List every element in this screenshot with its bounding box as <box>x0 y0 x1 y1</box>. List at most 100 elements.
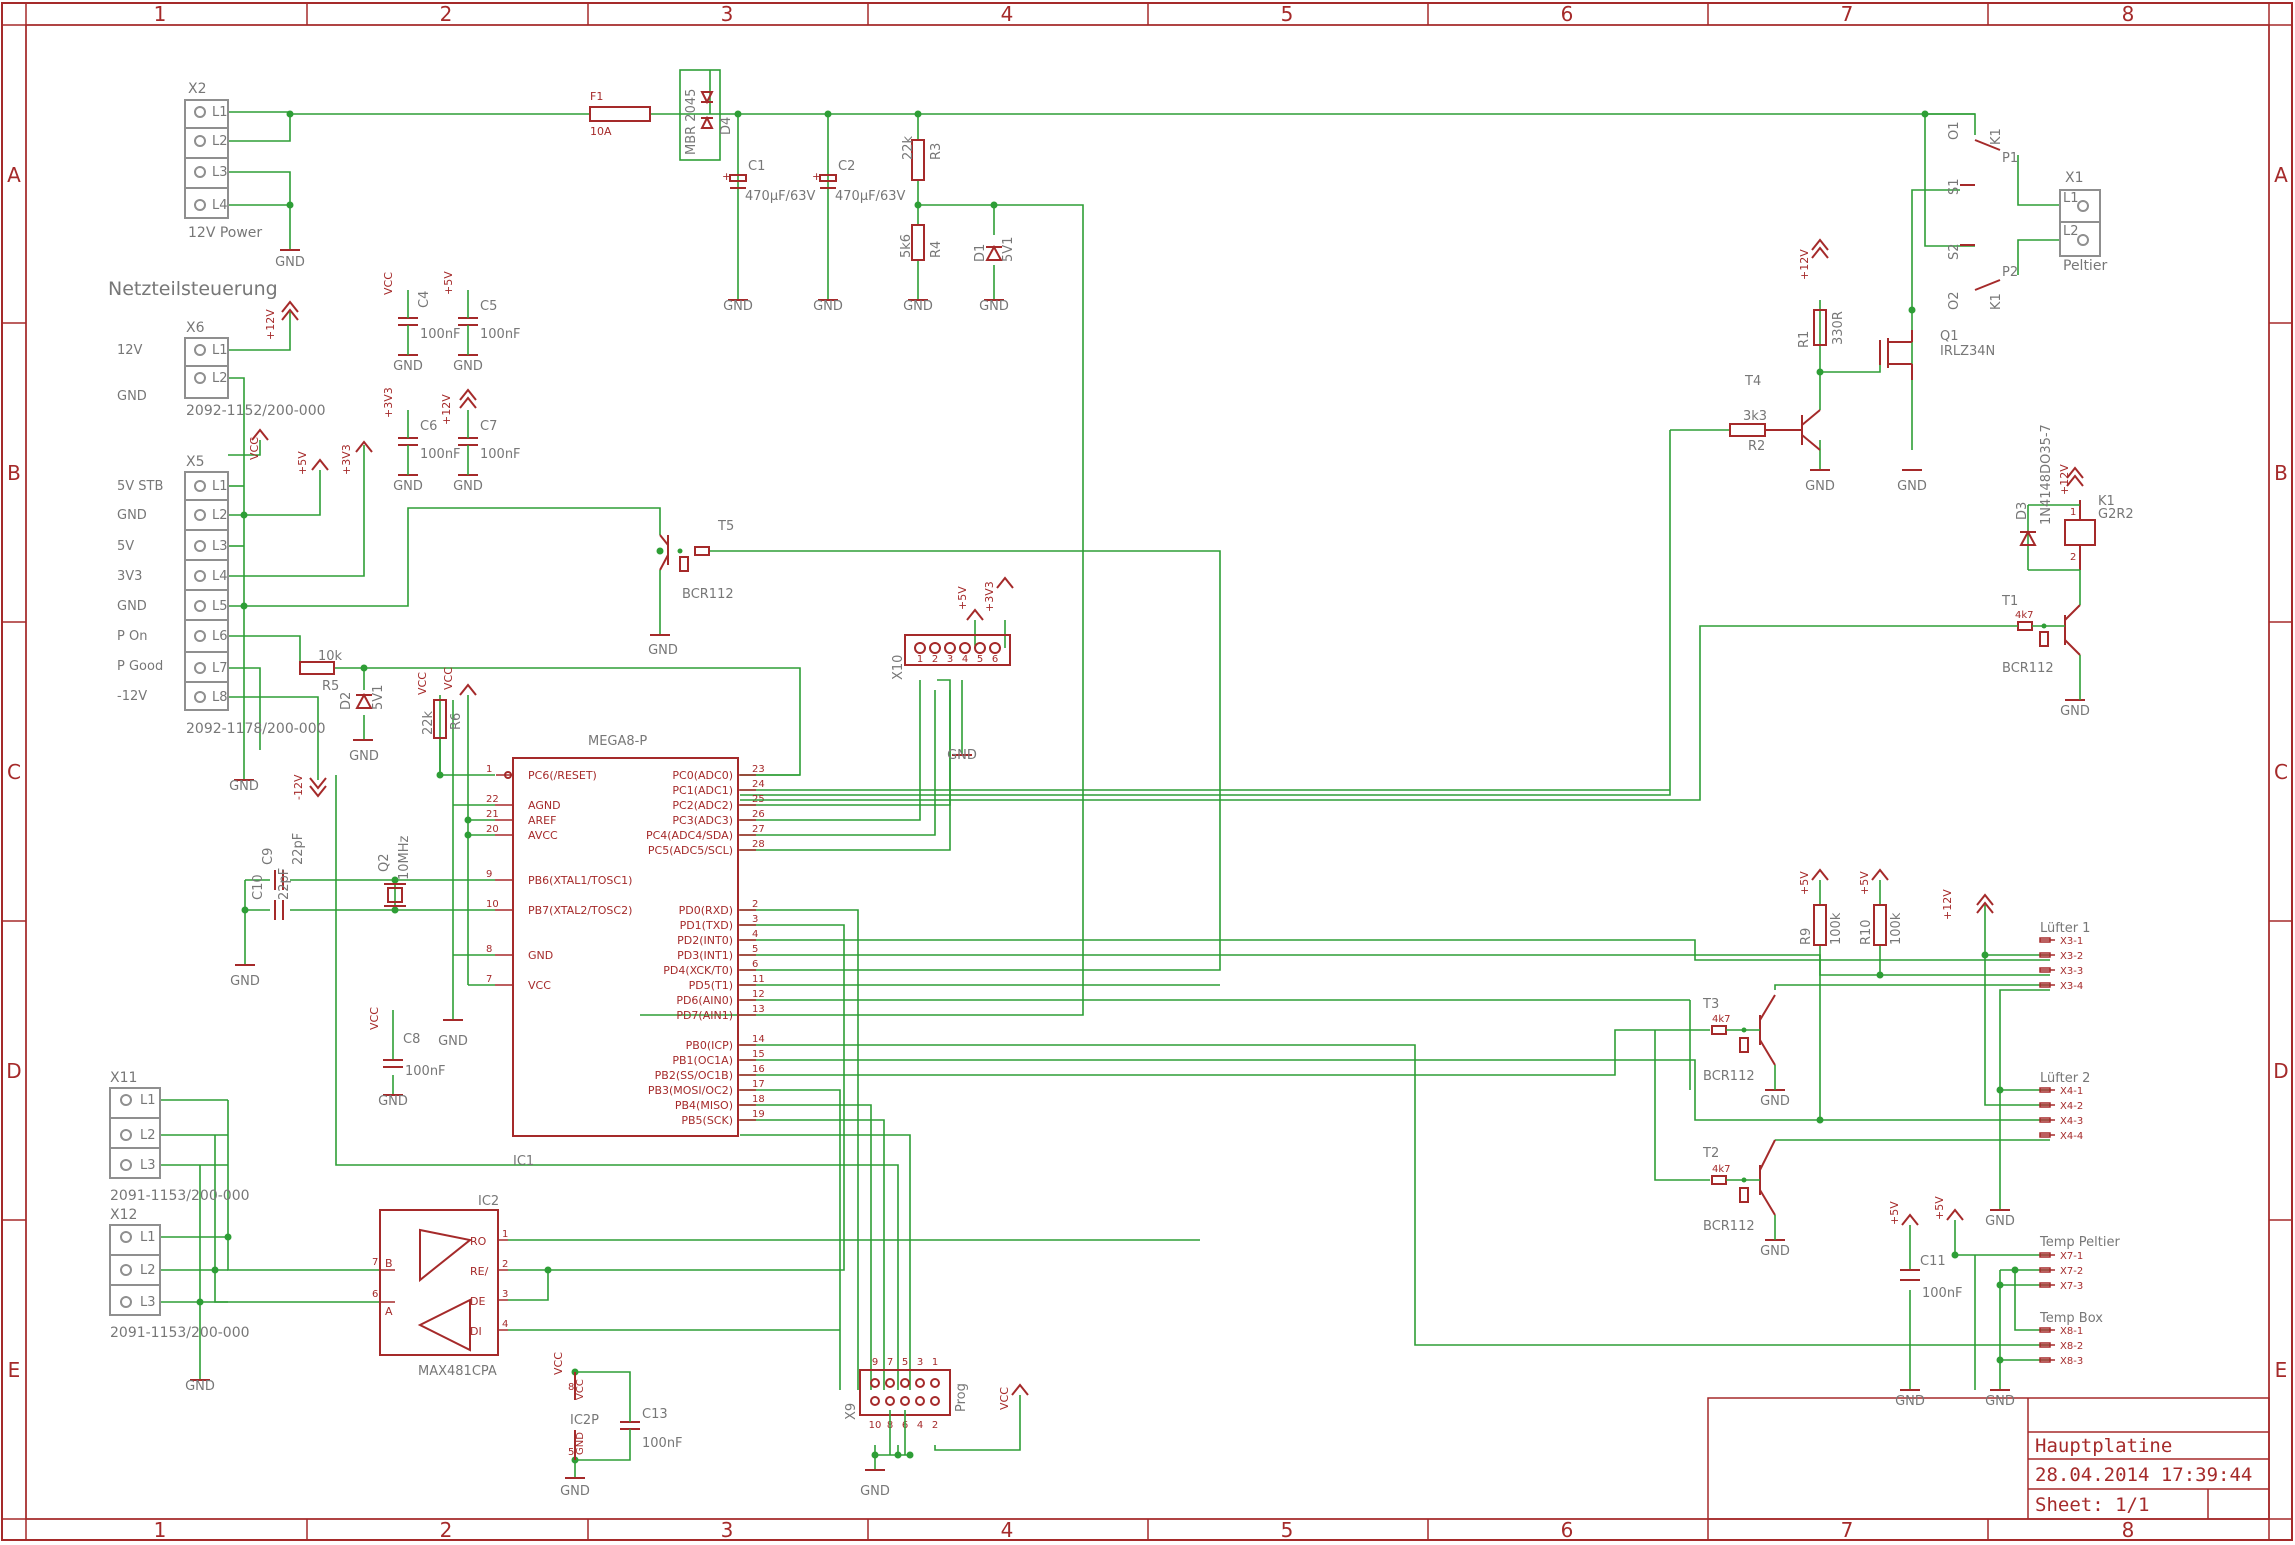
svg-text:1N4148DO35-7: 1N4148DO35-7 <box>2039 424 2054 525</box>
row-label-left: B <box>7 461 21 485</box>
vcc-label: VCC <box>368 1007 381 1030</box>
col-label-top: 5 <box>1281 2 1294 26</box>
svg-text:R5: R5 <box>322 679 339 694</box>
svg-text:Temp Peltier: Temp Peltier <box>2039 1235 2120 1250</box>
mosfet-q1: Q1 IRLZ34N <box>1879 329 1995 380</box>
mcu-pin-number: 20 <box>486 824 499 835</box>
gnd-symbol: GND <box>648 634 678 658</box>
mcu-pin-name: PD4(XCK/T0) <box>663 964 733 977</box>
mcu-pin-name: AGND <box>528 799 561 812</box>
svg-text:+3V3: +3V3 <box>382 387 395 418</box>
svg-text:+5V: +5V <box>442 271 455 295</box>
transistor-t4: T4 <box>1744 374 1821 451</box>
svg-text:2091-1153/200-000: 2091-1153/200-000 <box>110 1325 250 1341</box>
mcu-pin-name: PC3(ADC3) <box>672 814 733 827</box>
row-label-left: A <box>7 163 21 187</box>
mcu-pin-name: PB4(MISO) <box>675 1099 733 1112</box>
mcu-pin-name: PB3(MOSI/OC2) <box>648 1084 733 1097</box>
mcu-pin-number: 1 <box>486 764 492 775</box>
svg-text:BCR112: BCR112 <box>1703 1219 1755 1234</box>
svg-text:GND: GND <box>1895 1394 1925 1409</box>
svg-text:T5: T5 <box>717 519 734 534</box>
gnd-symbol: GND <box>1895 1389 1925 1409</box>
svg-text:4k7: 4k7 <box>1712 1164 1731 1175</box>
mcu-pin-name: PD0(RXD) <box>679 904 733 917</box>
svg-text:GND: GND <box>1897 479 1927 494</box>
svg-text:GND: GND <box>230 974 260 989</box>
gnd-symbol: GND <box>393 354 423 374</box>
f1-ref: F1 <box>590 90 603 103</box>
svg-text:+3V3: +3V3 <box>340 444 353 475</box>
svg-text:D2: D2 <box>339 692 354 710</box>
svg-text:BCR112: BCR112 <box>2002 661 2054 676</box>
svg-text:7: 7 <box>372 1257 378 1268</box>
svg-text:5V1: 5V1 <box>371 685 386 710</box>
svg-text:C9: C9 <box>261 848 276 865</box>
c7-value: 100nF <box>480 447 521 462</box>
col-label-top: 8 <box>2122 2 2135 26</box>
transistor-t1: T1 4k7 BCR112 <box>740 570 2081 801</box>
svg-text:9: 9 <box>872 1357 878 1368</box>
svg-text:X12: X12 <box>110 1207 137 1223</box>
gnd-symbol: GND <box>2060 699 2090 719</box>
svg-text:L1: L1 <box>212 343 228 358</box>
capacitor-c7: C7 100nF <box>458 410 521 475</box>
ext-pin-label: X4-4 <box>2060 1131 2083 1142</box>
svg-text:GND: GND <box>648 643 678 658</box>
resistor-r9: R9 100k <box>1799 904 1844 946</box>
svg-text:3: 3 <box>947 654 953 665</box>
d4-ref: D4 <box>719 117 734 135</box>
svg-text:330R: 330R <box>1831 311 1846 345</box>
ext-pin-label: X3-2 <box>2060 951 2083 962</box>
mcu-pin-name: PD1(TXD) <box>680 919 733 932</box>
gnd-symbol: GND <box>453 474 483 494</box>
f1-value: 10A <box>590 125 612 138</box>
gnd-symbol: GND <box>813 299 843 314</box>
mcu-pin-name: PB7(XTAL2/TOSC2) <box>528 904 632 917</box>
capacitor-c2: + C2 470µF/63V <box>812 159 905 204</box>
ext-pin-label: X7-2 <box>2060 1266 2083 1277</box>
svg-text:Lüfter 1: Lüfter 1 <box>2040 921 2090 936</box>
svg-text:L1: L1 <box>140 1230 156 1245</box>
col-label-bottom: 5 <box>1281 1518 1294 1542</box>
p5v-arrow: +5V <box>1858 868 1889 895</box>
mcu-pin-name: PB0(ICP) <box>686 1039 733 1052</box>
gnd-symbol: GND <box>1805 469 1835 494</box>
svg-text:L2: L2 <box>140 1263 156 1278</box>
svg-text:MAX481CPA: MAX481CPA <box>418 1364 497 1379</box>
resistor-r2: 3k3 R2 <box>1729 409 1767 454</box>
svg-text:5: 5 <box>902 1357 908 1368</box>
gnd-symbol: GND <box>453 354 483 374</box>
svg-text:T1: T1 <box>2001 594 2018 609</box>
svg-text:VCC: VCC <box>442 667 455 690</box>
svg-text:VCC: VCC <box>575 1379 586 1400</box>
zener-d2: D2 5V1 <box>339 685 386 710</box>
row-label-right: A <box>2274 163 2288 187</box>
p12v-arrow: +12V <box>1798 238 1829 280</box>
ext-pin-label: X7-3 <box>2060 1281 2083 1292</box>
svg-text:IRLZ34N: IRLZ34N <box>1940 344 1995 359</box>
col-label-bottom: 3 <box>721 1518 734 1542</box>
svg-text:Peltier: Peltier <box>2063 258 2107 274</box>
connector-x1: L1 L2 X1 Peltier <box>2059 170 2107 274</box>
svg-text:X11: X11 <box>110 1070 137 1086</box>
ext-pin-label: X8-2 <box>2060 1341 2083 1352</box>
c6-ref: C6 <box>420 419 437 434</box>
connector-luefter1: Lüfter 1 <box>2040 921 2090 936</box>
svg-text:O2: O2 <box>1947 291 1962 310</box>
mcu-pin-name: PD7(AIN1) <box>676 1009 733 1022</box>
svg-text:+5V: +5V <box>956 586 969 610</box>
svg-text:B: B <box>385 1257 393 1270</box>
svg-text:1: 1 <box>502 1229 508 1240</box>
connector-x6: L1 L2 X6 2092-1152/200-000 12V GND <box>117 320 326 419</box>
svg-text:100k: 100k <box>1829 912 1844 945</box>
mcu-pin-name: PD3(INT1) <box>677 949 733 962</box>
svg-text:5V STB: 5V STB <box>117 479 163 494</box>
svg-text:GND: GND <box>1760 1094 1790 1109</box>
ic2p: 8 5 VCC GND IC2P <box>568 1372 599 1460</box>
ext-pin-label: X4-1 <box>2060 1086 2083 1097</box>
mcu-pin-number: 22 <box>486 794 499 805</box>
svg-text:2: 2 <box>502 1259 508 1270</box>
gnd-symbol: GND <box>860 1469 890 1499</box>
svg-text:GND: GND <box>979 299 1009 314</box>
